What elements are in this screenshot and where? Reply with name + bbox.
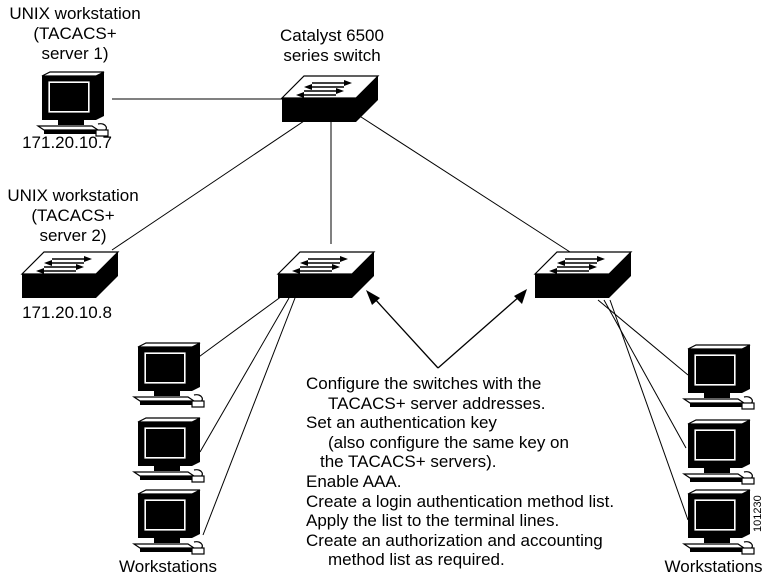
step-line: Enable AAA.: [306, 471, 402, 491]
step-line: Apply the list to the terminal lines.: [306, 511, 560, 531]
step-line: Create a login authentication method lis…: [306, 491, 615, 511]
right-workstation-3-icon: [683, 489, 755, 555]
left-access-switch-icon: [277, 251, 375, 299]
step-line: Create an authorization and accounting: [306, 530, 603, 550]
callout-arrows: [366, 289, 527, 369]
callout-arrow-left: [373, 297, 439, 369]
figure-id: 101230: [752, 495, 764, 532]
left-workstation-1-icon: [133, 342, 205, 408]
right-access-switch-icon: [534, 251, 632, 299]
left-workstation-2-icon: [133, 417, 205, 483]
server1-ip: 171.20.10.7: [22, 133, 112, 152]
link-right-switch-ws2: [603, 299, 687, 449]
right-workstations-label: Workstations: [664, 557, 763, 576]
configuration-steps: Configure the switches with the TACACS+ …: [306, 374, 614, 570]
link-core-right-switch: [357, 114, 571, 253]
step-line: method list as required.: [328, 550, 505, 570]
server1-label: UNIX workstation (TACACS+ server 1): [9, 4, 141, 63]
link-server2-core: [111, 116, 311, 251]
server2-switch-icon: [21, 251, 119, 299]
link-left-switch-ws2: [199, 297, 290, 453]
callout-arrowhead-right: [514, 289, 527, 304]
server2-ip: 171.20.10.8: [22, 303, 112, 322]
right-workstation-2-icon: [683, 419, 755, 485]
link-left-switch-ws1: [195, 295, 283, 360]
core-switch-icon: [281, 75, 379, 123]
server1-workstation-icon: [37, 71, 109, 137]
left-workstations-label: Workstations: [119, 557, 217, 576]
callout-arrowhead-left: [366, 290, 380, 305]
network-links: [111, 98, 689, 536]
link-left-switch-ws3: [202, 297, 296, 536]
step-line: Configure the switches with the: [306, 374, 542, 393]
step-line: the TACACS+ servers).: [320, 452, 497, 472]
step-line: (also configure the same key on: [328, 432, 569, 452]
left-workstation-3-icon: [133, 489, 205, 555]
step-line: Set an authentication key: [306, 413, 497, 433]
callout-arrow-right: [437, 295, 521, 369]
server2-label: UNIX workstation (TACACS+ server 2): [7, 186, 139, 245]
link-right-switch-ws1: [597, 299, 689, 376]
step-line: TACACS+ server addresses.: [328, 393, 546, 413]
core-switch-label: Catalyst 6500 series switch: [280, 26, 384, 65]
right-workstation-1-icon: [683, 344, 755, 410]
link-right-switch-ws3: [609, 299, 689, 521]
